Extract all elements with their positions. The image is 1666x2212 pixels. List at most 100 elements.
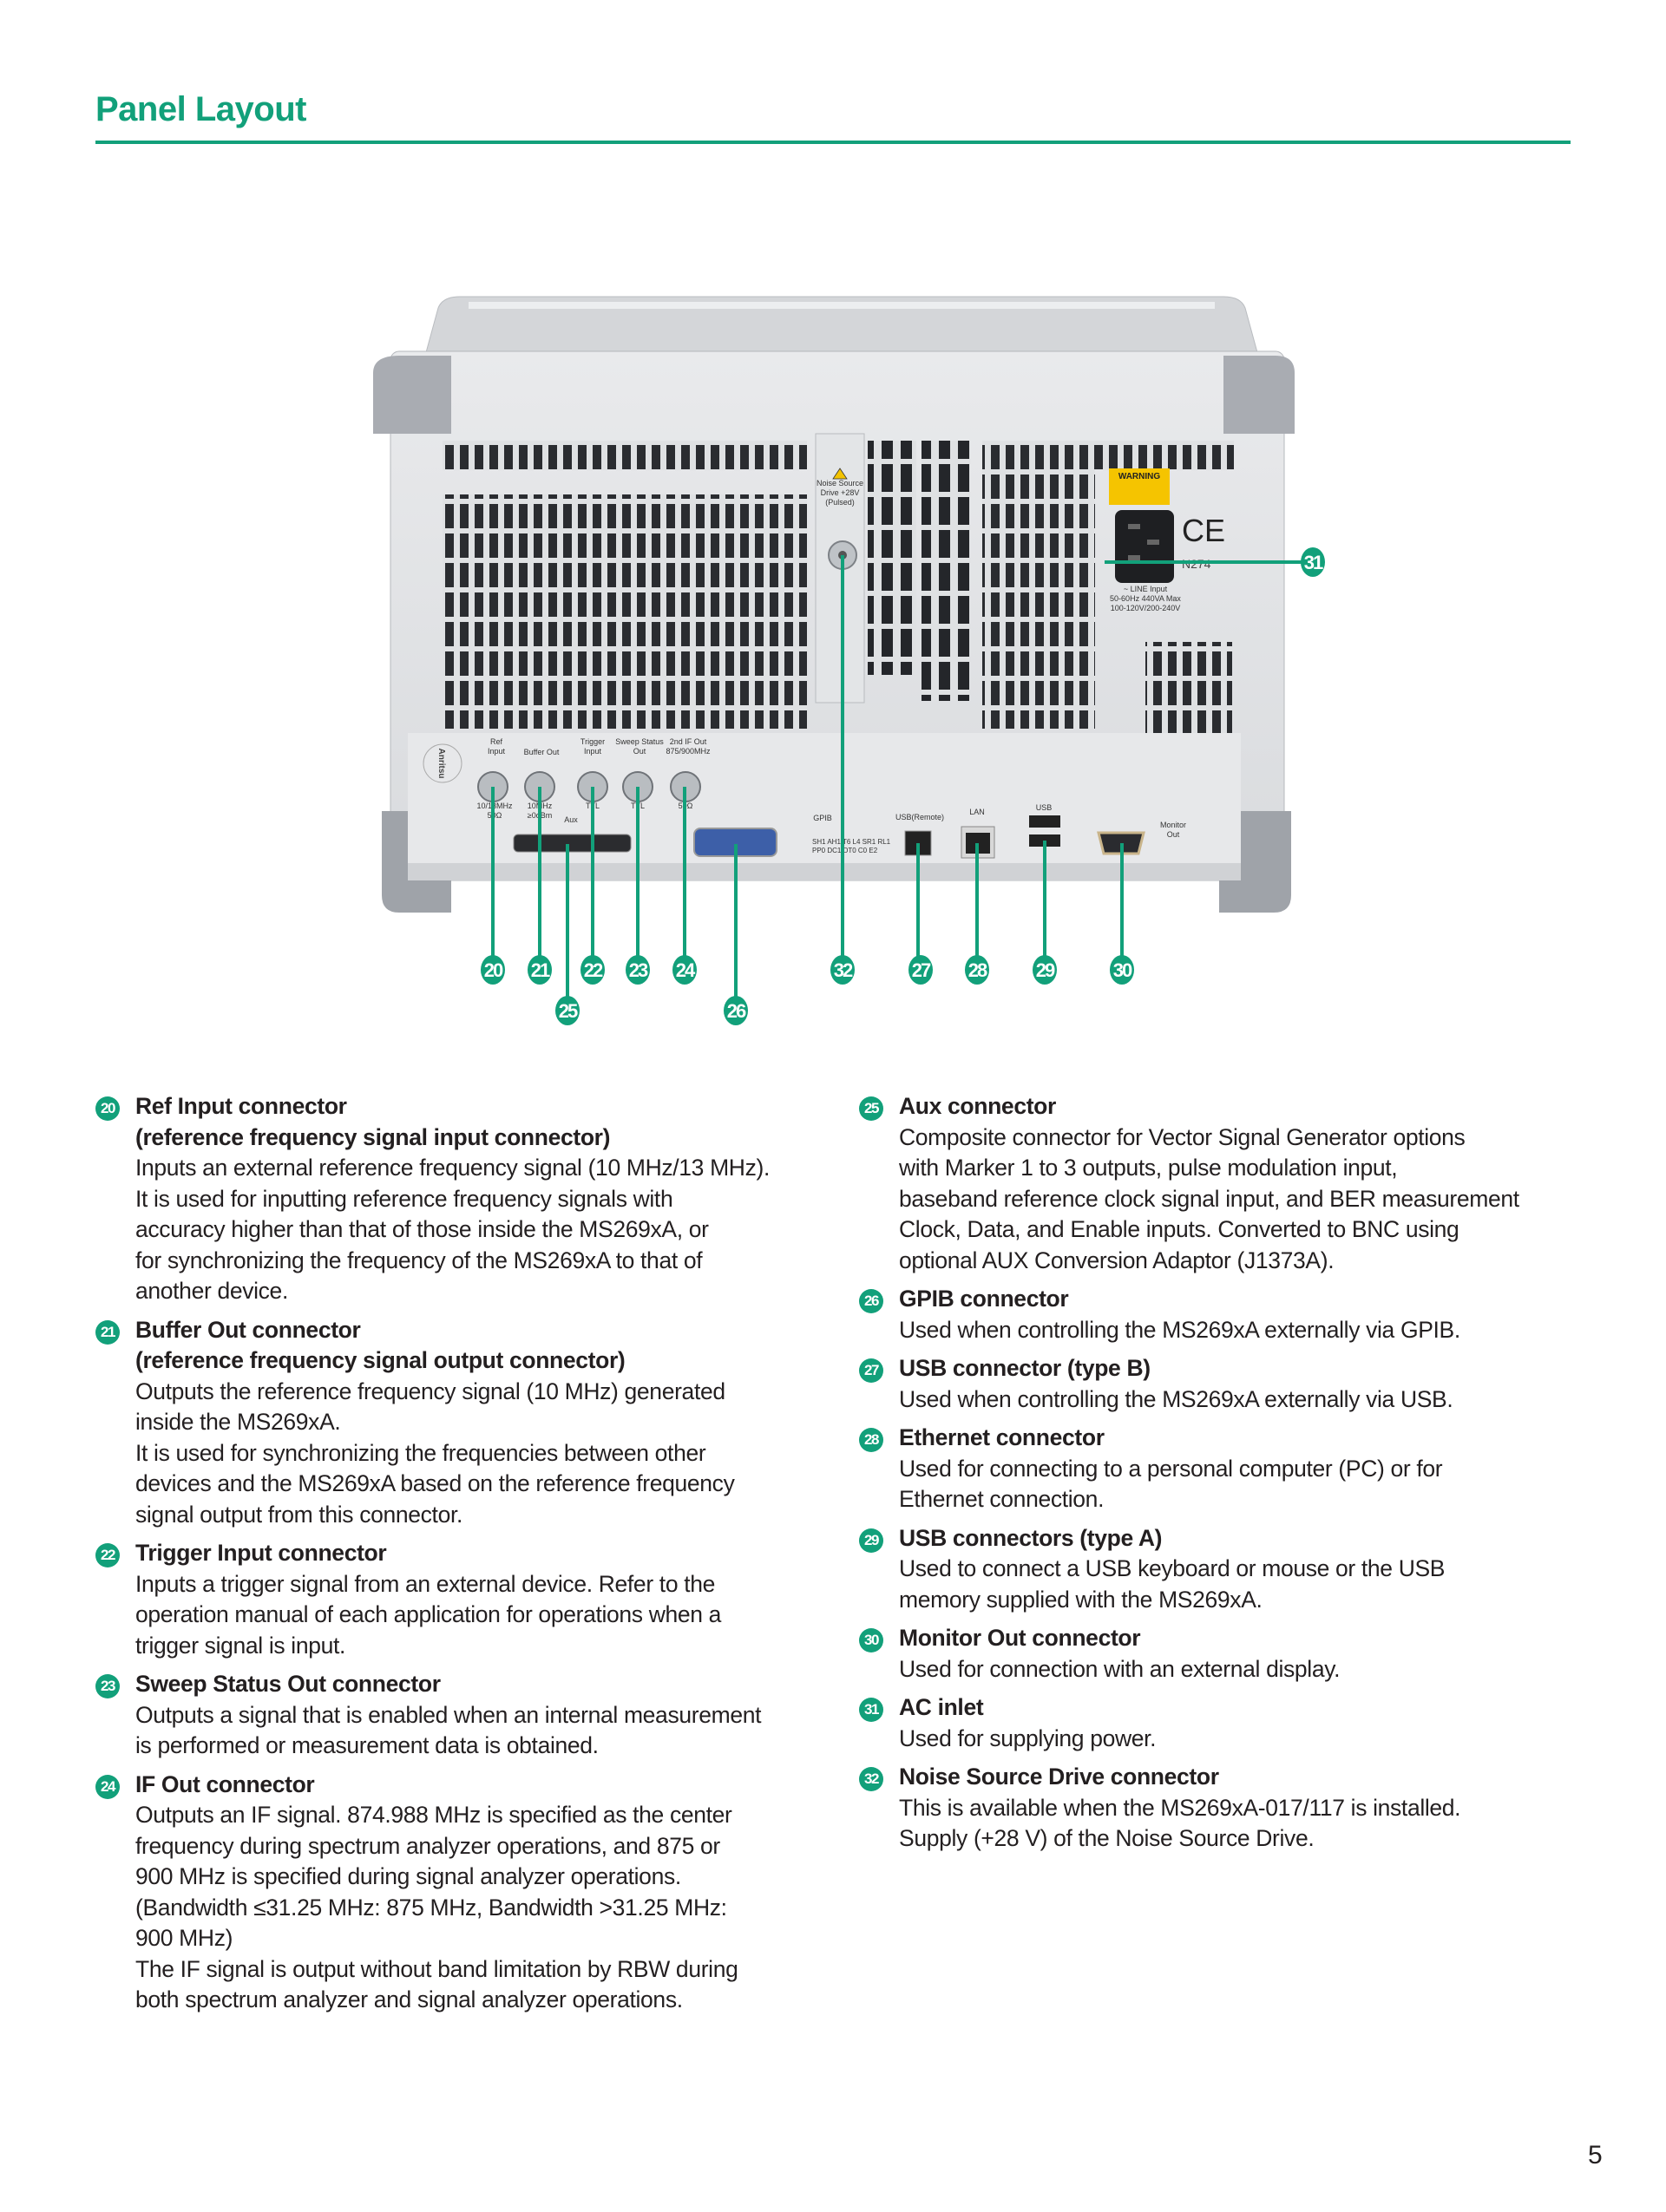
item-heading: USB connectors (type A) — [899, 1524, 1163, 1551]
item-number-badge: 32 — [859, 1767, 883, 1791]
item-heading: Aux connector — [899, 1093, 1056, 1119]
item-number-badge: 31 — [859, 1698, 883, 1722]
item-description: optional AUX Conversion Adaptor (J1373A)… — [899, 1247, 1335, 1273]
callout-number: 26 — [727, 1000, 746, 1022]
warning-triangle-icon — [832, 468, 848, 480]
item-number-badge: 27 — [859, 1358, 883, 1383]
item-number-badge: 26 — [859, 1289, 883, 1313]
device-top-cover — [424, 296, 1259, 357]
callout-26: 26 — [724, 996, 748, 1025]
callout-20: 20 — [481, 955, 505, 985]
callout-badge — [1301, 547, 1325, 577]
callout-32: 32 — [830, 955, 855, 985]
callout-29: 29 — [1033, 955, 1057, 985]
callout-badge — [908, 955, 933, 985]
item-description: Inputs a trigger signal from an external… — [135, 1570, 716, 1597]
callout-badge — [481, 955, 505, 985]
item-description: accuracy higher than that of those insid… — [135, 1216, 709, 1242]
item-description: signal output from this connector. — [135, 1501, 462, 1528]
callout-number: 20 — [484, 959, 503, 981]
item-number-badge: 22 — [95, 1543, 120, 1567]
panel-label: 50Ω — [488, 811, 502, 820]
item-number-badge: 28 — [859, 1428, 883, 1452]
brand-seal-text: Anritsu — [436, 749, 446, 779]
callout-badge — [580, 955, 605, 985]
item-number-badge: 21 — [95, 1319, 120, 1345]
panel-label: Trigger — [580, 737, 605, 746]
vent-grille — [443, 441, 807, 470]
item-description: Outputs a signal that is enabled when an… — [135, 1701, 762, 1728]
vent-grille — [982, 441, 1234, 470]
callout-31: 31 — [1301, 547, 1325, 577]
callout-badge — [724, 996, 748, 1025]
usb-a-connector — [1029, 815, 1060, 828]
panel-label: Out — [633, 747, 646, 756]
warning-label — [1109, 468, 1170, 505]
item-description: operation manual of each application for… — [135, 1601, 722, 1627]
callout-badge — [626, 955, 650, 985]
item-description: devices and the MS269xA based on the ref… — [135, 1470, 735, 1496]
callout-number: 23 — [629, 959, 648, 981]
callout-number: 30 — [1113, 959, 1132, 981]
panel-label: Input — [584, 747, 602, 756]
corner-foot — [373, 356, 451, 434]
panel-label: SH1 AH1 T6 L4 SR1 RL1 — [812, 838, 891, 846]
callout-badge — [672, 955, 697, 985]
panel-label: 10/13MHz — [476, 802, 513, 810]
item-description: is performed or measurement data is obta… — [135, 1732, 599, 1758]
item-heading: GPIB connector — [899, 1286, 1069, 1312]
item-description: Supply (+28 V) of the Noise Source Drive… — [899, 1825, 1315, 1851]
panel-label: 100-120V/200-240V — [1111, 604, 1181, 612]
item-heading: IF Out connector — [135, 1770, 315, 1797]
panel-label: 50-60Hz 440VA Max — [1110, 594, 1181, 603]
item-description: Composite connector for Vector Signal Ge… — [899, 1123, 1466, 1150]
callout-30: 30 — [1110, 955, 1134, 985]
panel-label: (Pulsed) — [825, 498, 855, 507]
callout-number: 31 — [1304, 552, 1323, 573]
panel-label: 875/900MHz — [666, 747, 711, 756]
callout-number: 27 — [912, 959, 931, 981]
item-heading: Ethernet connector — [899, 1424, 1105, 1450]
brand-seal — [423, 743, 462, 783]
vent-grille — [868, 441, 916, 675]
item-heading: (reference frequency signal input connec… — [135, 1123, 611, 1150]
warning-label-text: WARNING — [1118, 472, 1161, 481]
callout-badge — [965, 955, 989, 985]
panel-label: Aux — [564, 815, 578, 824]
item-heading: Buffer Out connector — [135, 1316, 361, 1343]
item-description: The IF signal is output without band lim… — [135, 1955, 738, 1982]
panel-label: Sweep Status — [615, 737, 664, 746]
item-heading: Sweep Status Out connector — [135, 1671, 441, 1697]
callout-22: 22 — [580, 955, 605, 985]
callout-badge — [528, 955, 552, 985]
corner-foot — [1223, 356, 1295, 434]
callout-number: 22 — [584, 959, 603, 981]
item-description: Used for supplying power. — [899, 1724, 1157, 1751]
item-description: Ethernet connection. — [899, 1486, 1105, 1512]
vent-grille — [922, 441, 970, 701]
panel-label: Input — [488, 747, 506, 756]
callout-number: 24 — [676, 959, 696, 981]
item-description: 900 MHz is specified during signal analy… — [135, 1863, 681, 1889]
panel-label: USB(Remote) — [895, 813, 944, 821]
callout-number: 32 — [834, 959, 853, 981]
callout-badge — [830, 955, 855, 985]
callout-badge — [1110, 955, 1134, 985]
title-divider — [95, 141, 1571, 144]
item-description: Outputs an IF signal. 874.988 MHz is spe… — [135, 1802, 732, 1828]
vent-grille — [982, 468, 1095, 729]
vent-grille — [443, 494, 807, 729]
item-number-badge: 29 — [859, 1528, 883, 1553]
panel-label: Buffer Out — [524, 748, 560, 756]
